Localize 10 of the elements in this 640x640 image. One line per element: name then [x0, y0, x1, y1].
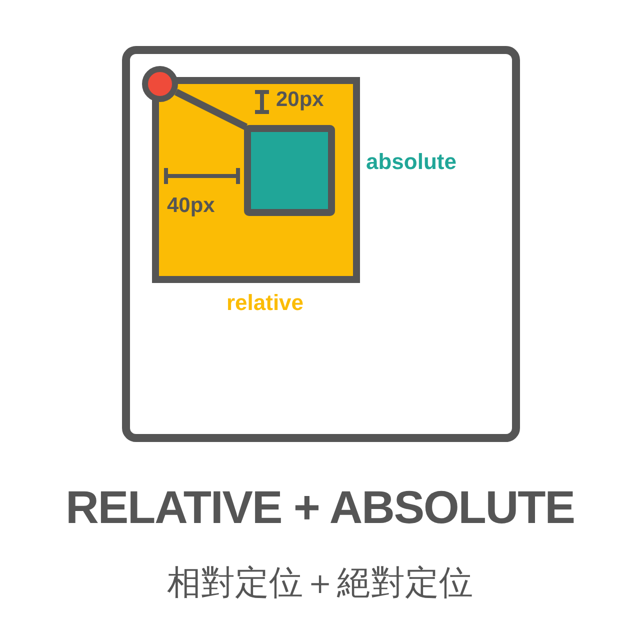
frame-box	[122, 46, 520, 442]
title: RELATIVE + ABSOLUTE	[64, 484, 576, 530]
position-label: absolute	[366, 151, 456, 173]
connector-line	[174, 88, 248, 130]
dimension-label: 40px	[167, 195, 215, 216]
position-label: relative	[225, 292, 305, 314]
relative-box	[152, 77, 360, 283]
dimension-label: 20px	[276, 89, 324, 110]
caption: 相對定位＋絕對定位	[166, 566, 474, 600]
absolute-box	[244, 125, 335, 216]
